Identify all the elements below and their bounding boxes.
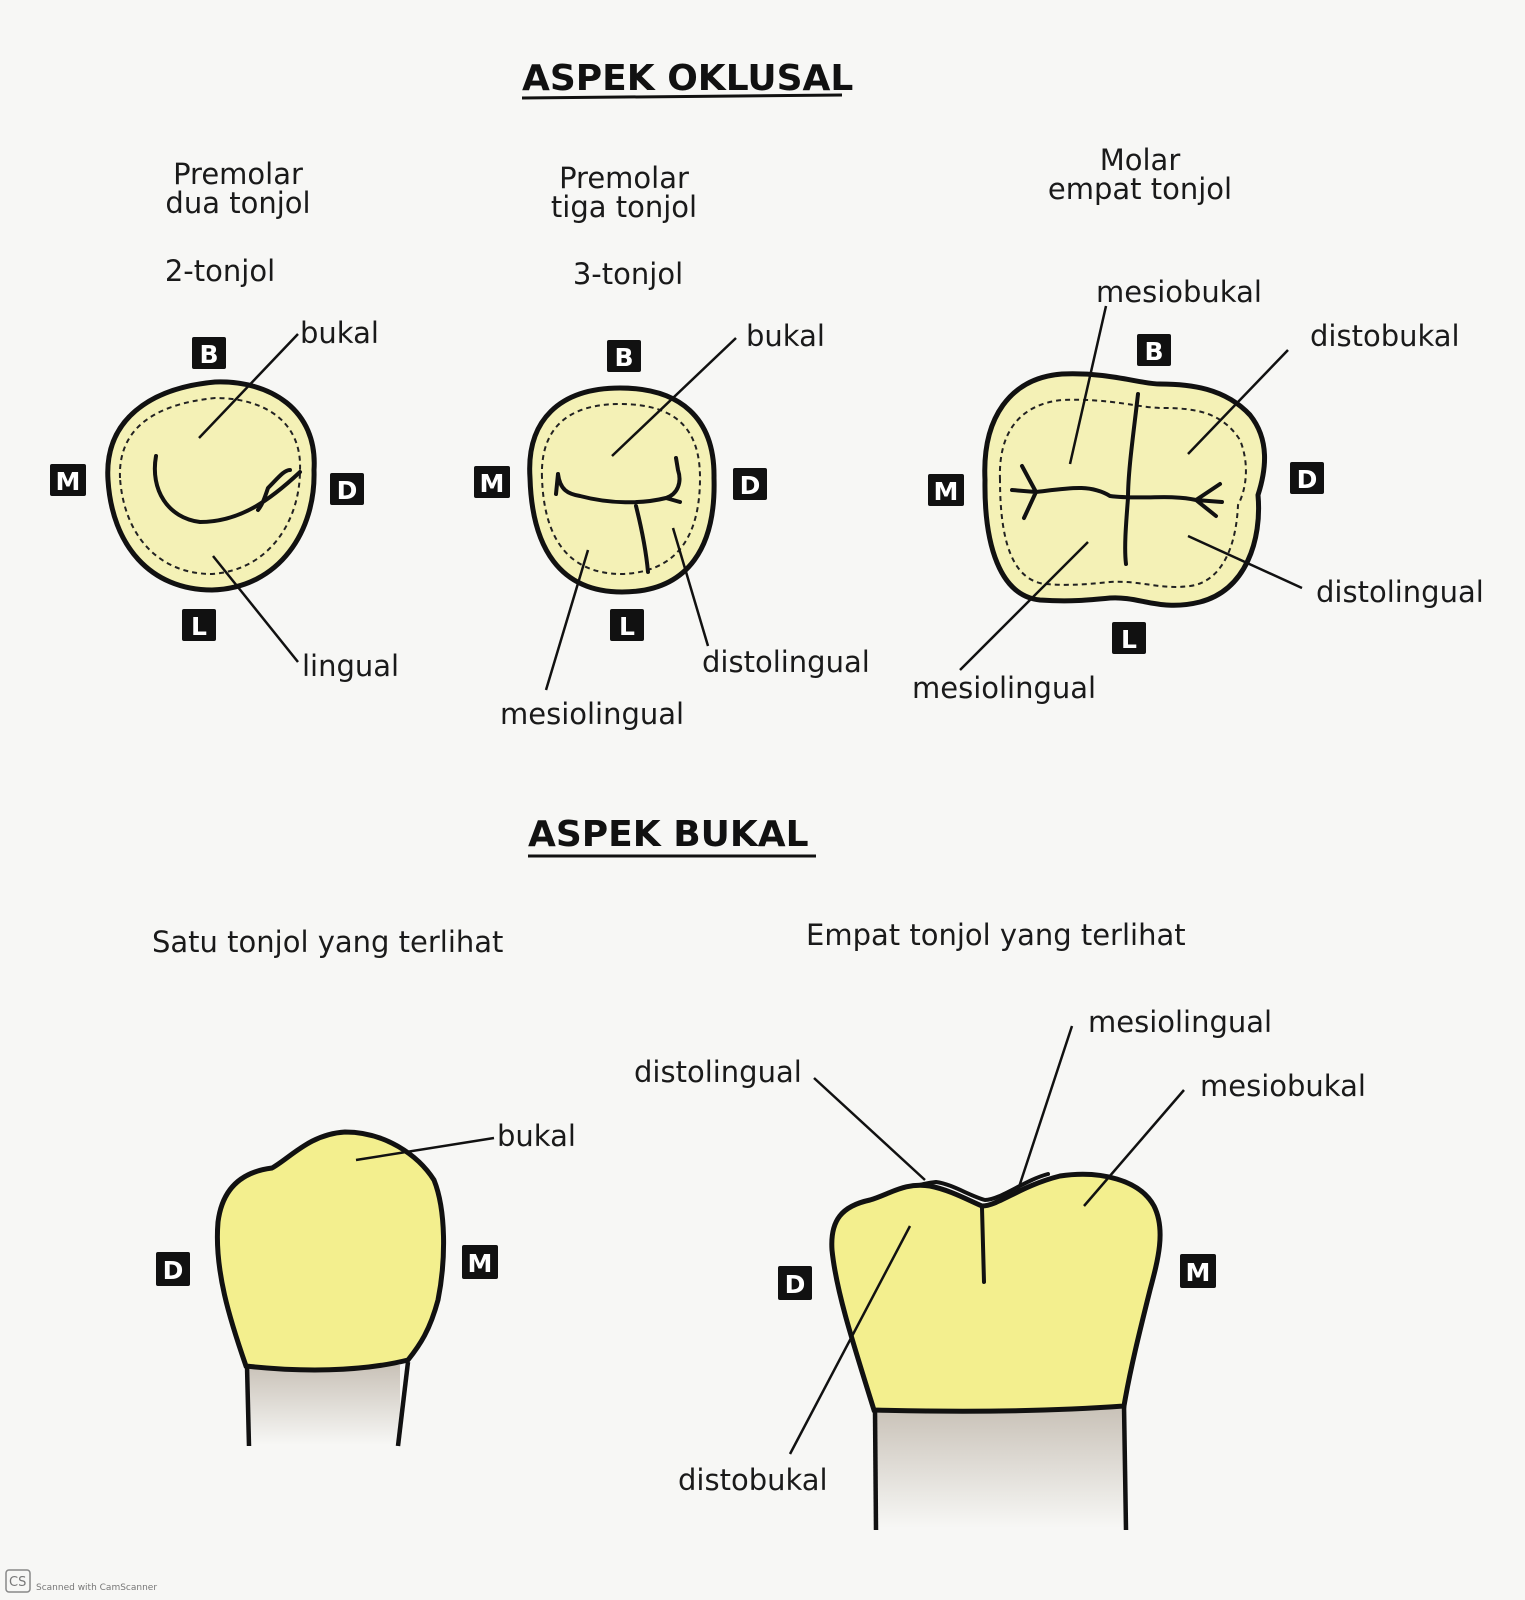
buccal-molar-box-m: M	[1180, 1254, 1216, 1288]
premolar3-label-mesiolingual: mesiolingual	[500, 697, 684, 731]
premolar2-box-d: D	[330, 473, 364, 505]
premolar3-distolingual-leader	[671, 527, 710, 647]
svg-text:B: B	[1144, 337, 1163, 366]
molar-caption-line2: empat tonjol	[1048, 172, 1232, 206]
svg-text:L: L	[191, 612, 207, 641]
premolar3-label-bukal: bukal	[746, 319, 825, 353]
premolar2-box-m: M	[50, 464, 86, 496]
molar-cusp-ridge-dotted	[998, 398, 1247, 588]
premolar2-label-bukal: bukal	[300, 316, 379, 350]
buccal-premolar-label-bukal: bukal	[497, 1119, 576, 1153]
premolar2-box-b: B	[192, 337, 226, 369]
molar-distobukal-leader	[1187, 349, 1289, 455]
svg-text:L: L	[619, 612, 635, 641]
buccal-premolar-box-m: M	[462, 1245, 498, 1279]
molar-distolingual-leader	[1187, 534, 1303, 590]
premolar3-caption-line2: tiga tonjol	[551, 190, 697, 224]
buccal-molar-label-mesiolingual: mesiolingual	[1088, 1005, 1272, 1039]
premolar3-box-b: B	[607, 340, 641, 372]
molar-label-mesiobukal: mesiobukal	[1096, 275, 1262, 309]
svg-text:M: M	[56, 467, 81, 496]
molar-box-m: M	[928, 474, 964, 506]
premolar3-bukal-leader	[611, 337, 737, 457]
molar-label-mesiolingual: mesiolingual	[912, 671, 1096, 705]
buccal-premolar-crown	[214, 1129, 447, 1373]
svg-text:B: B	[199, 340, 218, 369]
svg-text:D: D	[337, 476, 358, 505]
molar-label-distobukal: distobukal	[1310, 319, 1460, 353]
buccal-molar-buccal-groove	[980, 1206, 986, 1284]
svg-text:D: D	[785, 1270, 806, 1299]
molar-box-b: B	[1137, 334, 1171, 366]
molar-box-d: D	[1290, 462, 1324, 494]
premolar2-box-l: L	[182, 609, 216, 641]
svg-text:M: M	[934, 477, 959, 506]
camscanner-logo-text: CS	[9, 1575, 26, 1590]
premolar3-box-d: D	[733, 468, 767, 500]
molar-occlusal-outline	[982, 371, 1267, 608]
molar-label-distolingual: distolingual	[1316, 575, 1484, 609]
buccal-molar-label-mesiobukal: mesiobukal	[1200, 1069, 1366, 1103]
premolar2-lingual-leader	[212, 555, 299, 663]
buccal-molar-distobukal-leader	[788, 1225, 912, 1455]
camscanner-logo-icon	[5, 1569, 31, 1593]
premolar3-box-l: L	[610, 609, 644, 641]
svg-text:L: L	[1121, 625, 1137, 654]
occlusal-title: ASPEK OKLUSAL	[522, 58, 853, 99]
buccal-title: ASPEK BUKAL	[528, 814, 809, 855]
buccal-molar-mesiobukal-leader	[1083, 1089, 1185, 1207]
premolar3-occlusal-outline	[527, 385, 717, 595]
buccal-molar-root-left	[872, 1409, 879, 1531]
premolar3-cusp-ridge-dotted	[540, 402, 702, 576]
molar-box-l: L	[1112, 622, 1146, 654]
premolar2-occlusal-outline	[105, 379, 317, 593]
svg-text:M: M	[1186, 1258, 1211, 1287]
buccal-premolar-caption: Satu tonjol yang terlihat	[152, 925, 503, 959]
premolar2-bukal-leader	[198, 333, 299, 439]
occlusal-title-underline	[521, 93, 843, 100]
buccal-molar-crown	[829, 1171, 1163, 1414]
premolar3-central-groove	[554, 456, 682, 574]
buccal-molar-root-right	[1121, 1404, 1129, 1531]
premolar3-subtitle: 3-tonjol	[573, 257, 683, 291]
buccal-premolar-box-d: D	[156, 1252, 190, 1286]
svg-text:M: M	[480, 469, 505, 498]
buccal-premolar-root-right	[395, 1361, 411, 1447]
premolar3-caption-line1: Premolar	[559, 161, 689, 195]
premolar3-box-m: M	[474, 466, 510, 498]
premolar2-caption-line1: Premolar	[173, 157, 303, 191]
molar-mesiobukal-leader	[1068, 305, 1108, 465]
buccal-molar-distolingual-leader	[813, 1077, 926, 1181]
buccal-molar-label-distolingual: distolingual	[634, 1055, 802, 1089]
premolar3-mesiolingual-leader	[544, 549, 590, 691]
camscanner-footer-text: Scanned with CamScanner	[36, 1583, 157, 1593]
buccal-premolar-root-left	[244, 1365, 252, 1447]
premolar2-subtitle: 2-tonjol	[165, 254, 275, 288]
premolar3-label-distolingual: distolingual	[702, 645, 870, 679]
buccal-molar-label-distobukal: distobukal	[678, 1463, 828, 1497]
svg-text:D: D	[1297, 465, 1318, 494]
buccal-premolar-root-shade	[246, 1365, 400, 1445]
premolar2-label-lingual: lingual	[302, 649, 399, 683]
premolar2-caption-line2: dua tonjol	[165, 186, 310, 220]
buccal-molar-mesiolingual-leader	[1016, 1025, 1074, 1191]
molar-central-groove	[1010, 392, 1224, 566]
svg-text:B: B	[614, 343, 633, 372]
buccal-molar-root-shade	[874, 1408, 1124, 1528]
premolar2-central-groove	[152, 454, 302, 525]
svg-text:D: D	[740, 471, 761, 500]
buccal-molar-caption: Empat tonjol yang terlihat	[806, 918, 1186, 952]
molar-caption-line1: Molar	[1100, 143, 1181, 177]
svg-text:D: D	[163, 1256, 184, 1285]
buccal-premolar-bukal-leader	[355, 1136, 495, 1162]
molar-mesiolingual-leader	[959, 541, 1089, 671]
svg-text:M: M	[468, 1249, 493, 1278]
buccal-molar-box-d: D	[778, 1266, 812, 1300]
